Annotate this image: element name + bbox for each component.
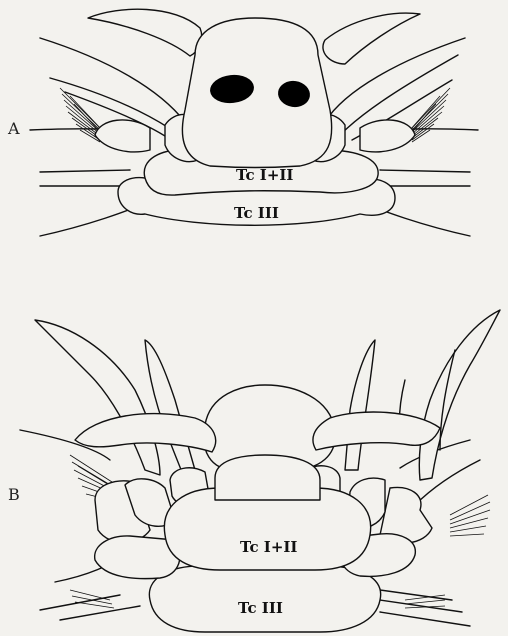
horn-left-a xyxy=(88,9,202,56)
panel-letter-b: B xyxy=(8,485,20,504)
tc-i-ii-label-b: Tc I+II xyxy=(240,538,297,556)
flap-right-b xyxy=(313,412,440,450)
panel-b: B xyxy=(8,310,500,632)
horn-right-outer-b xyxy=(419,310,500,480)
side-lobe-left-a xyxy=(95,120,150,152)
tc-iii-label-b: Tc III xyxy=(238,599,283,617)
panel-a: A xyxy=(7,9,478,236)
upper-bump-b xyxy=(215,455,320,500)
tc-i-ii-label-a: Tc I+II xyxy=(236,166,293,184)
horn-right-inner-b xyxy=(345,340,375,470)
horn-right-a xyxy=(323,13,420,64)
hair-tuft-right-a xyxy=(410,88,450,142)
side-lobe-right-a xyxy=(360,120,415,152)
tc-iii-label-a: Tc III xyxy=(234,204,279,222)
panel-letter-a: A xyxy=(7,119,20,138)
